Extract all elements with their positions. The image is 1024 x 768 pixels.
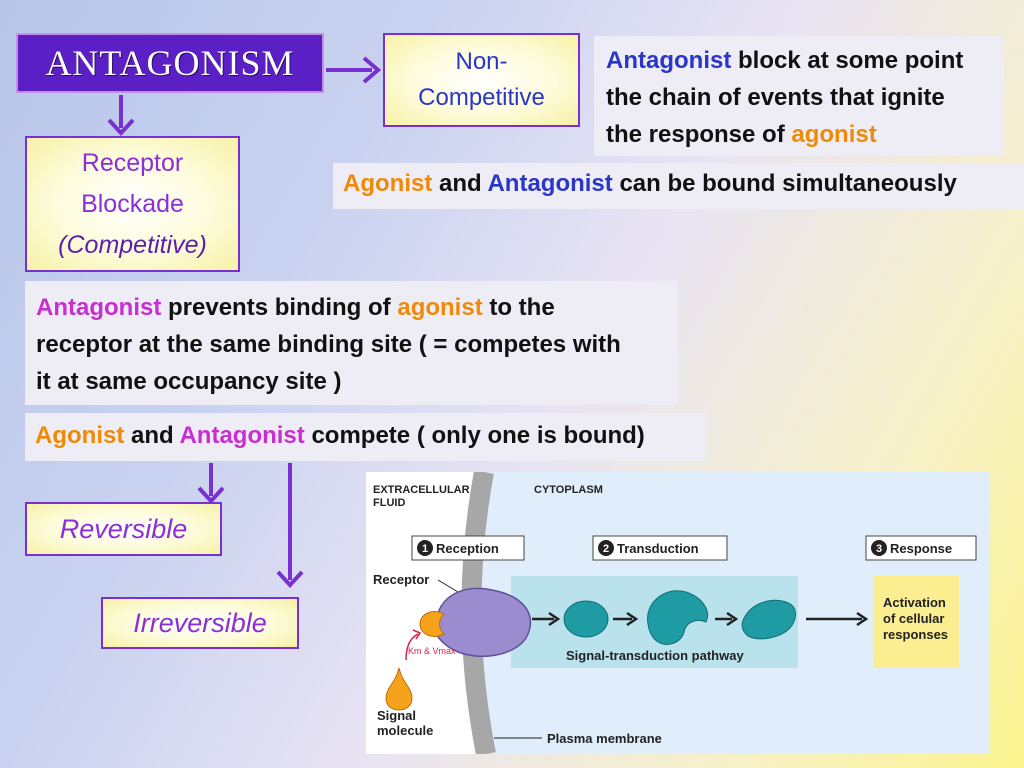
desc-text: the response of [606,121,792,148]
relay-protein-3 [741,599,796,640]
signal-molecule-shape [385,667,413,711]
irreversible-label: Irreversible [133,607,267,638]
arrow-title-to-receptor [107,95,135,136]
signal-label-1: Signal [377,708,416,723]
simultaneous-binding-note: Agonist and Antagonist can be bound simu… [333,163,1024,209]
and-text: and [432,170,488,197]
activation-label-3: responses [883,627,948,642]
pathway-label: Signal-transduction pathway [566,648,744,663]
step2-label: Transduction [617,541,699,556]
antagonism-title-text: ANTAGONISM [45,43,295,83]
step1-label: Reception [436,541,499,556]
step-transduction: 2 Transduction [592,535,728,561]
relay-protein-2 [647,590,709,645]
receptor-blockade-line2: Blockade [81,189,184,218]
reversible-box: Reversible [25,502,222,556]
arrow-to-reversible [197,463,225,504]
relay-protein-1 [563,600,609,638]
note-text: compete ( only one is bound) [304,422,645,449]
compete-note: Agonist and Antagonist compete ( only on… [25,413,708,461]
antagonism-title: ANTAGONISM [16,33,324,93]
non-competitive-line1: Non- [455,48,508,75]
non-competitive-line2: Competitive [418,84,545,111]
term-agonist: Agonist [343,170,433,197]
desc-text: receptor at the same binding site ( = co… [36,331,621,358]
activation-label-2: of cellular [883,611,944,626]
extracellular-label-2: FLUID [373,497,405,509]
cytoplasm-label: CYTOPLASM [534,484,603,496]
term-antagonist: Antagonist [179,422,305,449]
term-agonist: agonist [791,121,877,148]
and-text: and [124,422,180,449]
desc-text: prevents binding of [161,294,398,321]
receptor-blockade-line3: (Competitive) [58,230,207,259]
step-reception: 1 Reception [411,535,525,561]
term-antagonist: Antagonist [606,47,732,74]
pathway-arrows [532,611,869,627]
desc-text: the chain of events that ignite [606,84,945,111]
term-antagonist: Antagonist [36,294,162,321]
term-agonist: agonist [397,294,483,321]
receptor-blockade-line1: Receptor [81,148,184,177]
noncompetitive-description: Antagonist block at some point the chain… [594,36,1004,156]
desc-text: it at same occupancy site ) [36,368,342,395]
desc-text: to the [482,294,555,321]
irreversible-box: Irreversible [101,597,299,649]
receptor-pointer [437,579,459,593]
bound-ligand [419,611,445,637]
activation-label-1: Activation [883,595,946,610]
step-response: 3 Response [865,535,977,561]
arrow-title-to-noncompetitive [326,56,382,84]
plasma-membrane-label: Plasma membrane [547,731,662,746]
binding-arrow [405,633,419,661]
receptor-blockade-box: Receptor Blockade (Competitive) [25,136,240,272]
step3-number: 3 [876,543,882,555]
step1-number: 1 [422,543,428,555]
note-text: can be bound simultaneously [612,170,957,197]
arrow-to-irreversible [276,463,304,588]
cell-signaling-figure: EXTRACELLULAR FLUID CYTOPLASM 1 Receptio… [366,472,990,754]
non-competitive-box: Non- Competitive [383,33,580,127]
extracellular-label-1: EXTRACELLULAR [373,484,470,496]
desc-text: block at some point [731,47,964,74]
receptor-label: Receptor [373,572,429,587]
response-box [874,576,959,668]
reversible-label: Reversible [59,513,188,544]
term-antagonist: Antagonist [487,170,613,197]
binding-arrow-head [412,629,422,640]
competitive-description: Antagonist prevents binding of agonist t… [25,281,678,405]
receptor-protein [435,587,532,658]
cell-signaling-svg: EXTRACELLULAR FLUID CYTOPLASM 1 Receptio… [366,472,990,754]
step2-number: 2 [603,543,609,555]
step3-label: Response [890,541,952,556]
km-vmax-label: Km & Vmax [408,646,456,656]
term-agonist: Agonist [35,422,125,449]
signal-label-2: molecule [377,723,433,738]
